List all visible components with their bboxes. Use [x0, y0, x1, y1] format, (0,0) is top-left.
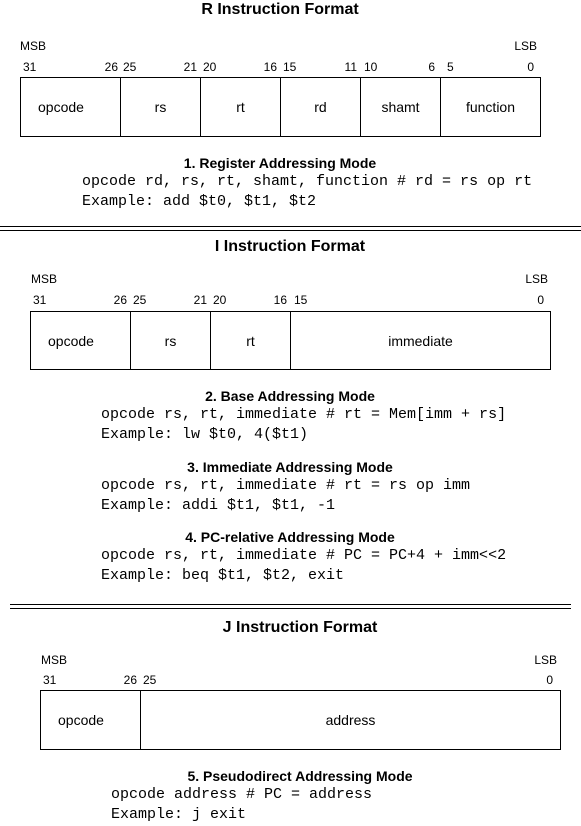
i-bit-label: 16 [273, 293, 287, 307]
immediate-mode-title: 3. Immediate Addressing Mode [187, 459, 393, 475]
divider [0, 226, 581, 227]
pseudodirect-mode-example: Example: j exit [111, 806, 247, 823]
pc-relative-mode-example: Example: beq $t1, $t2, exit [101, 567, 345, 584]
r-bit-label: 6 [428, 60, 435, 74]
j-bit-label: 26 [123, 673, 137, 687]
r-field-rs: rs [121, 78, 201, 136]
r-bit-label: 16 [263, 60, 277, 74]
i-bit-label: 21 [193, 293, 207, 307]
j-bit-label: 0 [546, 673, 553, 687]
i-msb-label: MSB [31, 272, 58, 286]
i-field-opcode: opcode [31, 312, 131, 369]
j-bit-label: 31 [43, 673, 57, 687]
r-field-opcode: opcode [21, 78, 121, 136]
immediate-mode-syntax: opcode rs, rt, immediate # rt = rs op im… [101, 477, 471, 494]
r-msb-label: MSB [20, 39, 47, 53]
i-lsb-label: LSB [525, 272, 548, 286]
r-field-shamt: shamt [361, 78, 441, 136]
i-format-title: I Instruction Format [214, 238, 366, 255]
divider [0, 230, 581, 231]
base-mode-example: Example: lw $t0, 4($t1) [101, 426, 309, 443]
r-bit-label: 0 [527, 60, 534, 74]
j-msb-label: MSB [41, 653, 68, 667]
i-bit-label: 26 [113, 293, 127, 307]
i-bit-label: 31 [33, 293, 47, 307]
register-mode-title: 1. Register Addressing Mode [183, 155, 377, 171]
r-bit-label: 5 [447, 60, 454, 74]
pseudodirect-mode-syntax: opcode address # PC = address [111, 786, 373, 803]
base-mode-syntax: opcode rs, rt, immediate # rt = Mem[imm … [101, 406, 507, 423]
i-field-rs: rs [131, 312, 211, 369]
r-field-rt: rt [201, 78, 281, 136]
r-bit-label: 20 [203, 60, 217, 74]
base-mode-title: 2. Base Addressing Mode [205, 388, 375, 404]
r-lsb-label: LSB [514, 39, 537, 53]
pc-relative-mode-syntax: opcode rs, rt, immediate # PC = PC+4 + i… [101, 547, 507, 564]
j-format-title: J Instruction Format [222, 619, 378, 636]
r-format-box: opcode rs rt rd shamt function [20, 77, 541, 137]
i-bit-label: 25 [133, 293, 147, 307]
register-mode-example: Example: add $t0, $t1, $t2 [82, 193, 317, 210]
i-bit-label: 15 [294, 293, 308, 307]
r-bit-label: 21 [183, 60, 197, 74]
j-lsb-label: LSB [534, 653, 557, 667]
j-format-box: opcode address [40, 690, 561, 750]
j-field-opcode: opcode [41, 691, 141, 749]
divider [10, 608, 571, 609]
r-format-title: R Instruction Format [201, 1, 359, 18]
i-bit-label: 20 [213, 293, 227, 307]
r-field-function: function [465, 99, 516, 115]
divider [10, 604, 571, 605]
r-field-rd: rd [281, 78, 361, 136]
r-bit-label: 10 [364, 60, 378, 74]
r-bit-label: 11 [344, 60, 357, 74]
r-bit-label: 26 [104, 60, 118, 74]
j-bit-label: 25 [143, 673, 157, 687]
i-format-box: opcode rs rt immediate [30, 311, 551, 370]
i-bit-label: 0 [537, 293, 544, 307]
i-field-immediate: immediate [388, 332, 453, 349]
immediate-mode-example: Example: addi $t1, $t1, -1 [101, 497, 336, 514]
pc-relative-mode-title: 4. PC-relative Addressing Mode [185, 529, 395, 545]
j-field-address: address [325, 712, 376, 728]
r-bit-label: 25 [123, 60, 137, 74]
register-mode-syntax: opcode rd, rs, rt, shamt, function # rd … [82, 173, 533, 190]
r-bit-label: 15 [283, 60, 297, 74]
r-bit-label: 31 [23, 60, 37, 74]
i-field-rt: rt [211, 312, 291, 369]
pseudodirect-mode-title: 5. Pseudodirect Addressing Mode [187, 768, 413, 784]
